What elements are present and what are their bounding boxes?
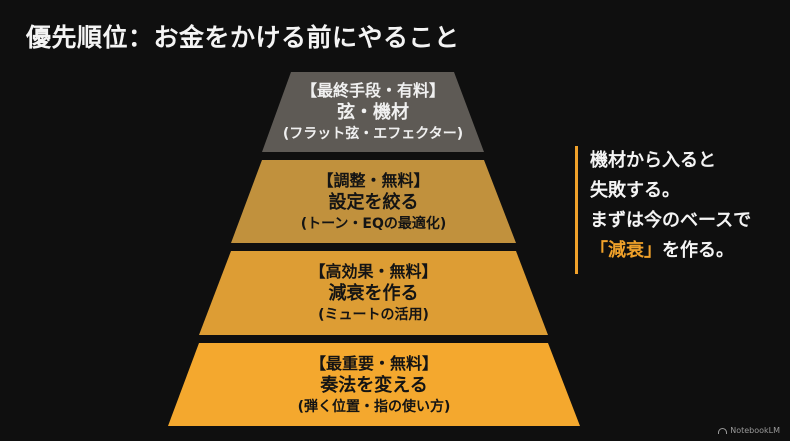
slide-title: 優先順位：お金をかける前にやること — [26, 23, 460, 52]
pyramid-tier-base-sub: (弾く位置・指の使い方) — [297, 399, 451, 415]
pyramid-tier-top-fill — [262, 72, 484, 152]
pyramid-tier-top-main: 弦・機材 — [337, 102, 409, 123]
pyramid-tier-base-main: 奏法を変える — [320, 375, 428, 396]
side-note-line-1: 機材から入ると — [590, 150, 716, 171]
pyramid-tier-top-sub: (フラット弦・エフェクター) — [282, 126, 464, 142]
pyramid-tier-third-heading: 【高効果・無料】 — [309, 262, 438, 281]
pyramid-tier-second-shape — [231, 160, 516, 243]
pyramid-tier-base: 【最重要・無料】 奏法を変える (弾く位置・指の使い方) — [168, 343, 580, 426]
notebooklm-logo-icon — [718, 427, 728, 434]
pyramid-tier-top-text: 【最終手段・有料】 弦・機材 (フラット弦・エフェクター) — [262, 80, 484, 144]
pyramid-tier-second-fill — [231, 160, 516, 243]
pyramid-tier-second-main: 設定を絞る — [328, 192, 419, 213]
pyramid-tier-top-shape — [262, 72, 484, 152]
side-note: 機材から入ると 失敗する。 まずは今のベースで 「減衰」を作る。 — [575, 146, 751, 274]
pyramid-tier-top: 【最終手段・有料】 弦・機材 (フラット弦・エフェクター) — [262, 72, 484, 152]
pyramid-tier-base-fill — [168, 343, 580, 426]
pyramid-tier-third-sub: (ミュートの活用) — [318, 307, 429, 323]
pyramid-tier-second: 【調整・無料】 設定を絞る (トーン・EQの最適化) — [231, 160, 516, 243]
side-note-line-3: まずは今のベースで — [590, 210, 752, 231]
pyramid-tier-second-sub: (トーン・EQの最適化) — [300, 216, 447, 232]
pyramid-tier-base-shape — [168, 343, 580, 426]
pyramid-tier-second-heading: 【調整・無料】 — [317, 171, 430, 190]
side-note-highlight: 「減衰」 — [590, 240, 662, 261]
pyramid-tier-third-main: 減衰を作る — [328, 283, 419, 304]
pyramid-tier-base-text: 【最重要・無料】 奏法を変える (弾く位置・指の使い方) — [168, 353, 580, 417]
pyramid-tier-second-text: 【調整・無料】 設定を絞る (トーン・EQの最適化) — [231, 170, 516, 234]
pyramid-tier-third-fill — [199, 251, 548, 335]
side-note-line-4-rest: を作る。 — [662, 240, 734, 261]
watermark-text: NotebookLM — [730, 426, 780, 435]
pyramid-tier-top-heading: 【最終手段・有料】 — [300, 81, 445, 100]
pyramid-tier-base-heading: 【最重要・無料】 — [309, 354, 438, 373]
side-note-line-2: 失敗する。 — [590, 180, 680, 201]
watermark: NotebookLM — [718, 426, 780, 435]
pyramid-tier-third-shape — [199, 251, 548, 335]
pyramid-tier-third: 【高効果・無料】 減衰を作る (ミュートの活用) — [199, 251, 548, 335]
pyramid-tier-third-text: 【高効果・無料】 減衰を作る (ミュートの活用) — [199, 261, 548, 325]
side-note-line-4: 「減衰」を作る。 — [590, 236, 751, 266]
